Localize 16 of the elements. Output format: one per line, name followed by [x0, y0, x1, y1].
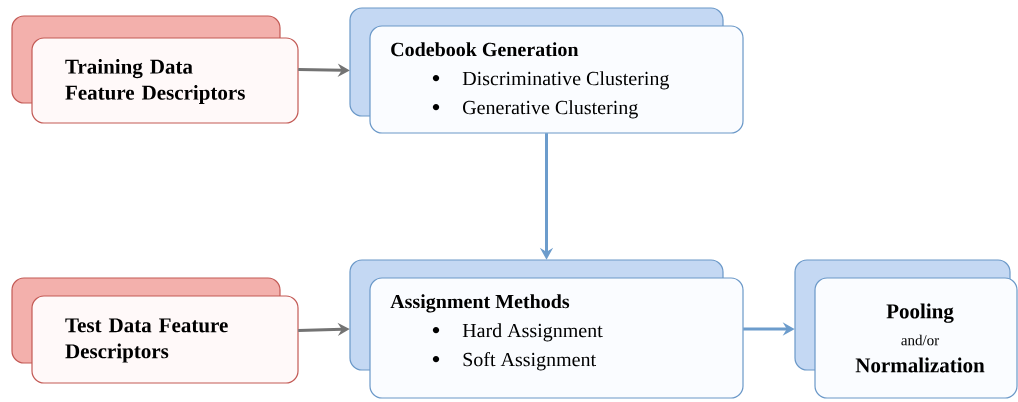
process-box [11, 15, 299, 124]
box-title: Pooling [886, 303, 954, 323]
bullet-item: Generative Clustering [432, 100, 638, 119]
process-box [349, 7, 744, 134]
process-box [349, 259, 744, 399]
bullet-item: Hard Assignment [432, 323, 603, 342]
box-heading: Codebook Generation [391, 42, 579, 57]
bullet-item: Discriminative Clustering [432, 71, 670, 90]
box-title: Training Data Feature Descriptors [65, 59, 245, 104]
box-title: Test Data Feature Descriptors [65, 318, 228, 363]
box-text: and/or [901, 334, 940, 346]
process-box [11, 277, 299, 384]
process-box [794, 259, 1018, 399]
box-heading: Assignment Methods [390, 294, 570, 313]
bullet-item: Soft Assignment [432, 352, 596, 371]
box-title: Normalization [855, 357, 985, 373]
